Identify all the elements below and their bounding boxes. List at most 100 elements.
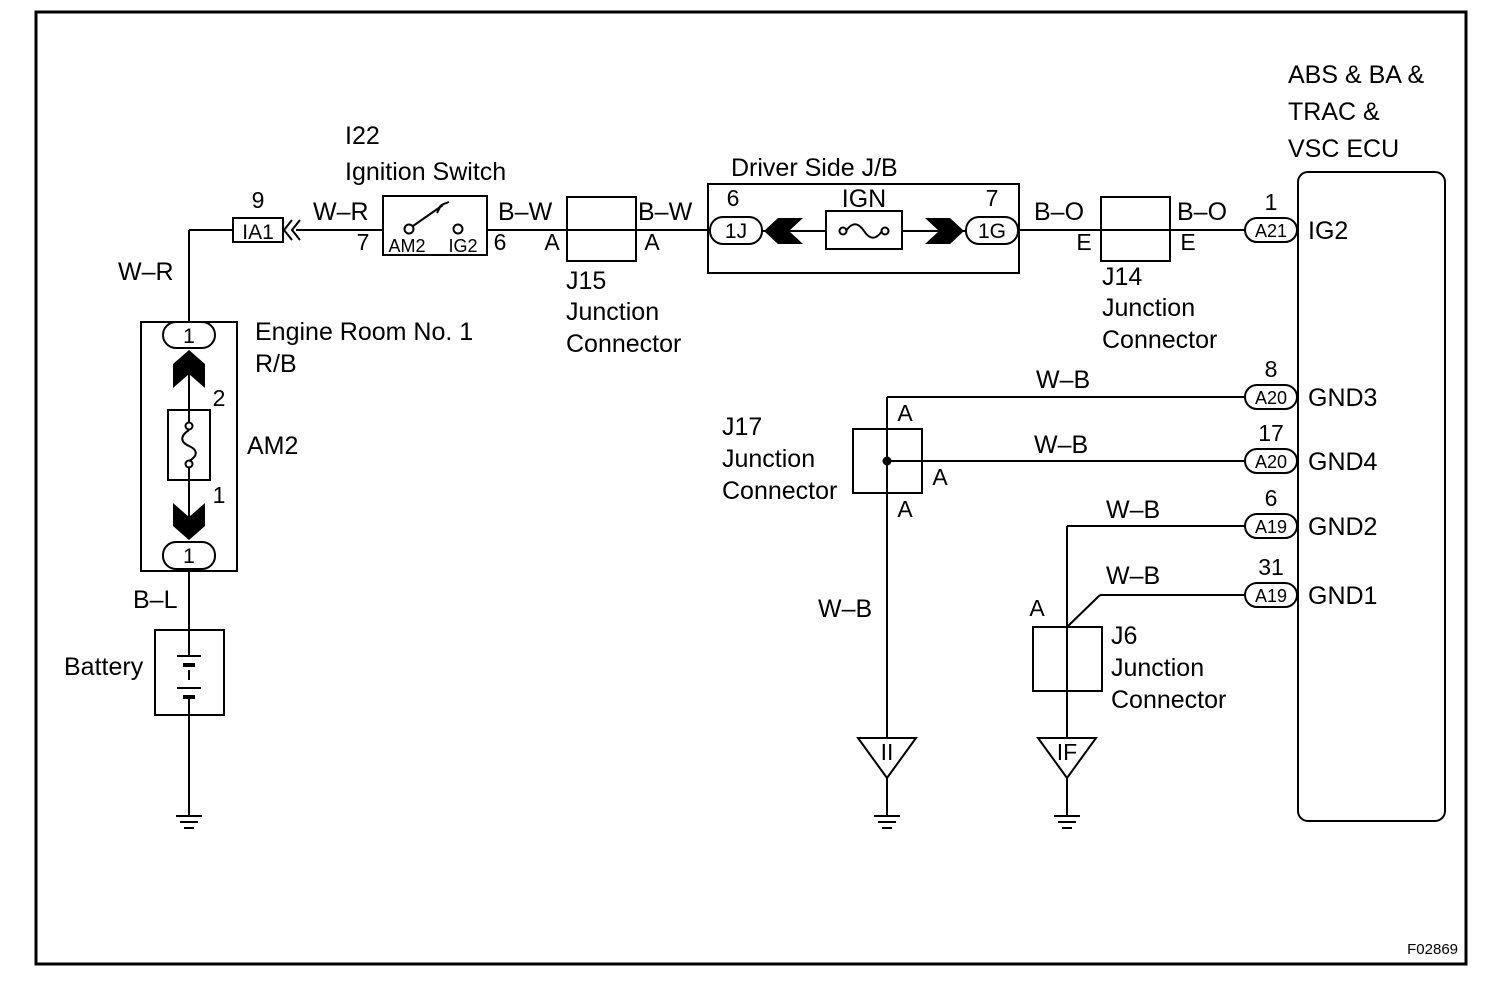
j14-connector: E E J14 Junction Connector	[1076, 196, 1217, 354]
j14-line2: Connector	[1102, 326, 1217, 354]
switch-term-am2: AM2	[388, 236, 425, 256]
j14-code: J14	[1102, 263, 1142, 291]
ground-point-if: IF	[1036, 737, 1098, 780]
ground-ii-icon	[873, 805, 901, 829]
j14-pin-right: E	[1180, 229, 1195, 255]
ecu-pin-connector-shape	[1244, 217, 1298, 243]
driver-jb-conn-1g: 1G	[978, 220, 1006, 243]
ecu-pin-number: 6	[1265, 485, 1278, 511]
j6-connector: A	[1029, 595, 1103, 692]
diagram-frame	[34, 10, 1468, 966]
driver-jb-fuse-label: IGN	[842, 185, 886, 213]
ignition-switch-code: I22	[345, 122, 380, 150]
wire-label-w-b-gnd1: W–B	[1106, 562, 1160, 590]
j6-line1: Junction	[1111, 654, 1204, 682]
ecu-title-line3: VSC ECU	[1288, 135, 1399, 163]
wire-label-b-w-2: B–W	[638, 198, 693, 226]
ecu-terminal-label: GND2	[1308, 513, 1377, 541]
ground-point-ii: II	[856, 737, 918, 780]
ecu-pin-connector-shape	[1244, 513, 1298, 539]
ecu-pin-connector-label: A20	[1255, 452, 1287, 472]
figure-code: F02869	[1407, 941, 1458, 958]
rb-fuse-label: AM2	[247, 432, 298, 460]
ecu-title-line2: TRAC &	[1288, 98, 1380, 126]
ground-if-icon	[1053, 805, 1081, 829]
rb-conn-top: 1	[183, 325, 195, 348]
ia1-label: IA1	[242, 221, 274, 244]
j6-line2: Connector	[1111, 686, 1226, 714]
j6-code: J6	[1111, 622, 1137, 650]
ecu-pin-number: 17	[1258, 420, 1284, 446]
j17-pin-bottom: A	[897, 496, 913, 522]
ecu: ABS & BA & TRAC & VSC ECU	[1288, 61, 1446, 822]
ignition-switch-name: Ignition Switch	[345, 158, 506, 186]
ecu-pin-connector-label: A20	[1255, 388, 1287, 408]
ground-battery-icon	[175, 805, 203, 829]
j14-line1: Junction	[1102, 294, 1195, 322]
ecu-pin-connector-shape	[1244, 582, 1298, 608]
j14-pin-left: E	[1076, 229, 1091, 255]
battery	[154, 629, 225, 716]
ignition-switch: AM2 IG2	[382, 195, 488, 256]
rb-conn-bottom: 1	[183, 545, 195, 568]
ecu-pin-connector-label: A19	[1255, 517, 1287, 537]
driver-side-jb: Driver Side J/B 6 7 1J IGN 1G	[707, 154, 1020, 274]
ecu-pin-number: 31	[1258, 554, 1284, 580]
rb-pin-top: 2	[213, 385, 226, 411]
engine-room-rb: 1 1 2 1	[140, 321, 238, 572]
j17-code: J17	[722, 413, 762, 441]
rb-name-line1: Engine Room No. 1	[255, 318, 473, 346]
wire-label-w-b-gnd4: W–B	[1034, 431, 1088, 459]
ecu-terminal-label: IG2	[1308, 217, 1348, 245]
j15-code: J15	[566, 267, 606, 295]
ia1-pin: 9	[252, 187, 265, 213]
j6-pin: A	[1029, 595, 1045, 621]
j15-line2: Connector	[566, 330, 681, 358]
wire-label-b-o-1: B–O	[1034, 198, 1084, 226]
ecu-pin-number: 1	[1265, 189, 1278, 215]
ecu-terminal-label: GND4	[1308, 448, 1378, 476]
j15-pin-left: A	[544, 229, 560, 255]
ecu-pin-connector-label: A21	[1255, 221, 1287, 241]
ecu-pin-number: 8	[1265, 356, 1278, 382]
wire-label-w-r-left: W–R	[118, 258, 174, 286]
splice-dot	[882, 456, 892, 466]
driver-jb-name: Driver Side J/B	[731, 154, 898, 182]
j17-line2: Connector	[722, 477, 837, 505]
ground-if-label: IF	[1057, 739, 1077, 765]
ecu-pin-connector-label: A19	[1255, 586, 1287, 606]
wire-label-w-r-top: W–R	[313, 198, 369, 226]
ecu-pin-connector-shape	[1244, 448, 1298, 474]
rb-pin-bottom: 1	[213, 482, 226, 508]
switch-pin-out: 6	[494, 229, 507, 255]
ground-ii-label: II	[881, 739, 894, 765]
j17-line1: Junction	[722, 445, 815, 473]
ecu-pin-connector-shape	[1244, 384, 1298, 410]
ecu-title-line1: ABS & BA &	[1288, 61, 1425, 89]
driver-jb-conn-1j: 1J	[725, 220, 747, 243]
j15-pin-right: A	[644, 229, 660, 255]
j17-pin-right: A	[932, 464, 948, 490]
j17-pin-top: A	[897, 400, 913, 426]
j15-line1: Junction	[566, 298, 659, 326]
wire-label-w-b-j17: W–B	[818, 595, 872, 623]
driver-jb-pin-out: 7	[986, 185, 999, 211]
switch-term-ig2: IG2	[448, 236, 477, 256]
wire-label-b-w-1: B–W	[498, 198, 553, 226]
j17-connector: A A A	[852, 400, 948, 522]
battery-label: Battery	[64, 653, 144, 681]
driver-jb-pin-in: 6	[727, 185, 740, 211]
ecu-pins: A211IG2A208GND3A2017GND4A196GND2A1931GND…	[1244, 189, 1378, 610]
wire-label-b-l: B–L	[133, 586, 178, 614]
switch-pin-in: 7	[357, 229, 370, 255]
wire-label-b-o-2: B–O	[1177, 198, 1227, 226]
wire-label-w-b-gnd3: W–B	[1036, 366, 1090, 394]
j15-connector: A A J15 Junction Connector	[544, 196, 681, 358]
ecu-terminal-label: GND1	[1308, 582, 1377, 610]
